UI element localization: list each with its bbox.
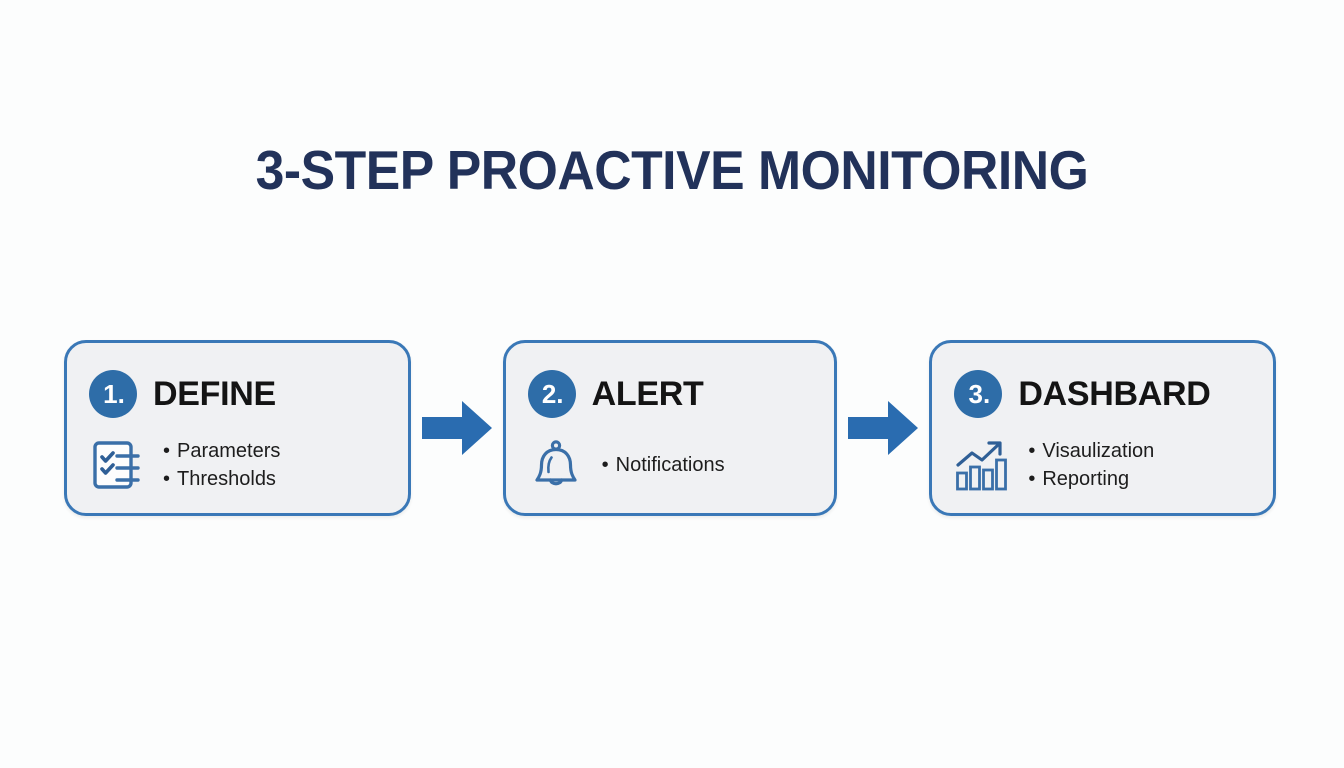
arrow-right-icon bbox=[837, 340, 929, 516]
step-bullet-list: Notifications bbox=[602, 453, 725, 479]
step-card-define[interactable]: 1. DEFINE Parameters Thresholds bbox=[64, 340, 411, 516]
step-number-badge: 3. bbox=[954, 370, 1003, 418]
list-item: Visaulization bbox=[1028, 439, 1154, 465]
step-body: Visaulization Reporting bbox=[954, 435, 1253, 497]
process-flow: 1. DEFINE Parameters Thresholds bbox=[64, 340, 1277, 516]
bar-chart-growth-icon bbox=[954, 437, 1010, 495]
step-title: DEFINE bbox=[153, 374, 276, 413]
step-bullet-list: Parameters Thresholds bbox=[163, 439, 280, 492]
checklist-clipboard-icon bbox=[89, 437, 145, 495]
step-card-alert[interactable]: 2. ALERT Notifications bbox=[502, 340, 838, 516]
step-title: DASHBARD bbox=[1018, 374, 1211, 413]
bell-icon bbox=[528, 437, 584, 495]
step-number-badge: 1. bbox=[89, 370, 137, 418]
step-header: 2. ALERT bbox=[527, 365, 815, 423]
list-item: Notifications bbox=[602, 453, 725, 479]
step-header: 3. DASHBARD bbox=[954, 365, 1253, 423]
step-body: Notifications bbox=[528, 435, 815, 497]
step-card-dashboard[interactable]: 3. DASHBARD Visaulization Reporting bbox=[929, 340, 1277, 516]
list-item: Reporting bbox=[1028, 467, 1154, 493]
list-item: Thresholds bbox=[163, 467, 280, 493]
list-item: Parameters bbox=[163, 439, 280, 465]
arrow-right-icon bbox=[411, 340, 503, 516]
step-bullet-list: Visaulization Reporting bbox=[1028, 439, 1154, 492]
step-header: 1. DEFINE bbox=[89, 365, 388, 423]
step-body: Parameters Thresholds bbox=[89, 435, 388, 497]
step-number-badge: 2. bbox=[527, 370, 576, 418]
page-title: 3-STEP PROACTIVE MONITORING bbox=[255, 139, 1089, 201]
step-title: ALERT bbox=[591, 374, 704, 413]
